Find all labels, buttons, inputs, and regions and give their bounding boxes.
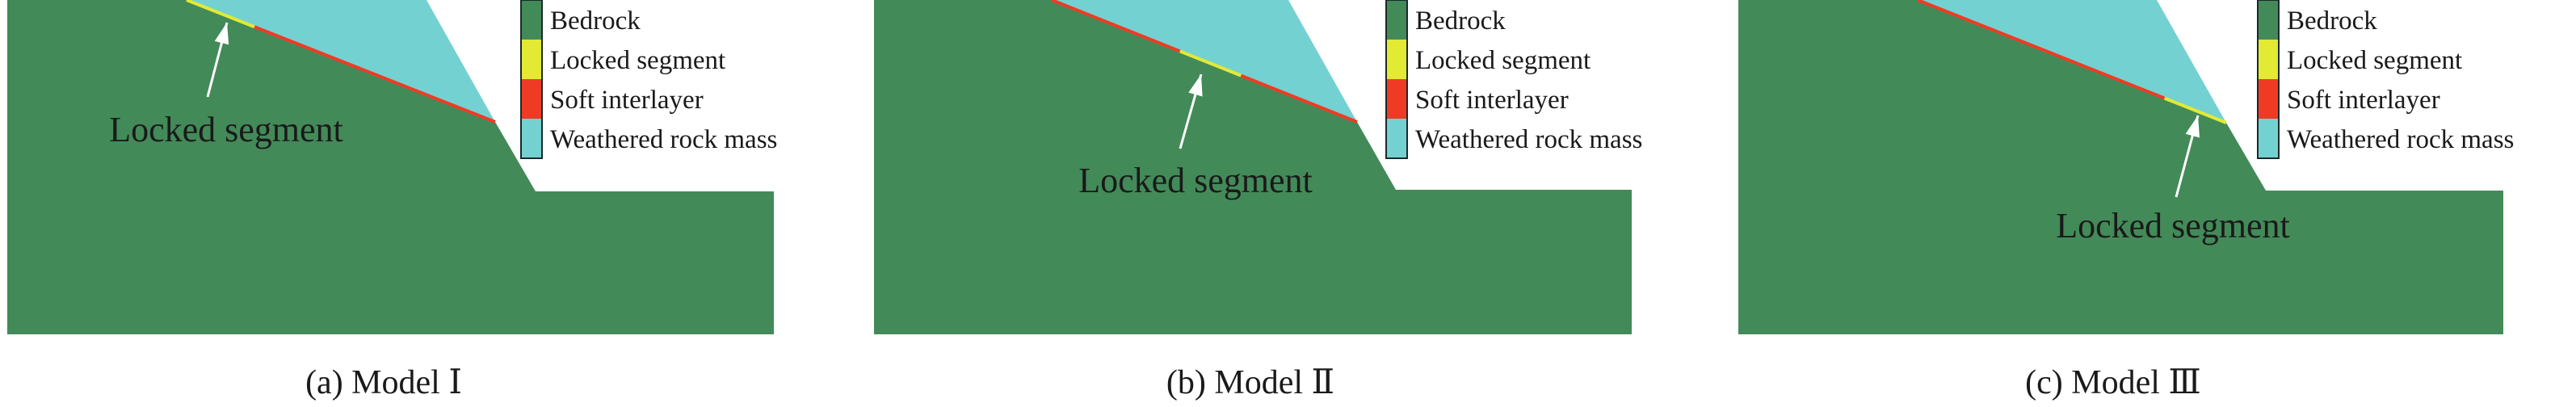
locked-segment-annotation: Locked segment (1078, 161, 1313, 200)
legend-swatch (1386, 119, 1407, 158)
legend-swatch (2258, 119, 2279, 158)
locked-segment-annotation: Locked segment (109, 110, 343, 149)
soft-interlayer-line (254, 25, 496, 124)
locked-segment-annotation: Locked segment (2056, 206, 2290, 245)
legend-swatch (1386, 40, 1407, 79)
bedrock-region (7, 0, 774, 334)
locked-segment-line (186, 0, 255, 29)
legend-label: Soft interlayer (550, 86, 704, 115)
legend-swatch (1386, 79, 1407, 119)
panel-caption: (a) Model Ⅰ (305, 364, 462, 401)
panel-caption: (b) Model Ⅱ (1166, 364, 1334, 401)
legend-swatch (1386, 0, 1407, 40)
legend-label: Bedrock (550, 6, 641, 36)
legend-label: Bedrock (1415, 6, 1506, 36)
soft-interlayer-line (1051, 0, 1181, 53)
panel-caption: (c) Model Ⅲ (2025, 364, 2201, 401)
bedrock-region (874, 0, 1632, 334)
legend-label: Locked segment (2287, 46, 2462, 75)
legend-label: Soft interlayer (1415, 86, 1569, 115)
legend-label: Weathered rock mass (2287, 125, 2514, 154)
legend-swatch (521, 0, 542, 40)
legend-swatch (521, 79, 542, 119)
locked-segment-line (1179, 49, 1242, 78)
soft-interlayer-line (1917, 0, 2166, 100)
legend-swatch (2258, 0, 2279, 40)
arrow-head-icon (2185, 115, 2200, 138)
legend-border (1385, 0, 1408, 159)
arrow-head-icon (214, 23, 229, 45)
soft-interlayer-line (1240, 73, 1358, 124)
legend-label: Locked segment (550, 46, 725, 75)
legend-swatch (521, 40, 542, 79)
legend-border (2257, 0, 2280, 159)
bedrock-region (1738, 0, 2503, 334)
legend-swatch (521, 119, 542, 158)
legend-swatch (2258, 79, 2279, 119)
legend-label: Bedrock (2287, 6, 2377, 36)
legend-swatch (2258, 40, 2279, 79)
legend-border (520, 0, 543, 159)
arrow-head-icon (1188, 74, 1203, 97)
legend-label: Locked segment (1415, 46, 1591, 75)
locked-segment-line (2163, 96, 2227, 124)
legend-label: Weathered rock mass (1415, 125, 1642, 154)
legend-label: Soft interlayer (2287, 86, 2440, 115)
legend-label: Weathered rock mass (550, 125, 777, 154)
